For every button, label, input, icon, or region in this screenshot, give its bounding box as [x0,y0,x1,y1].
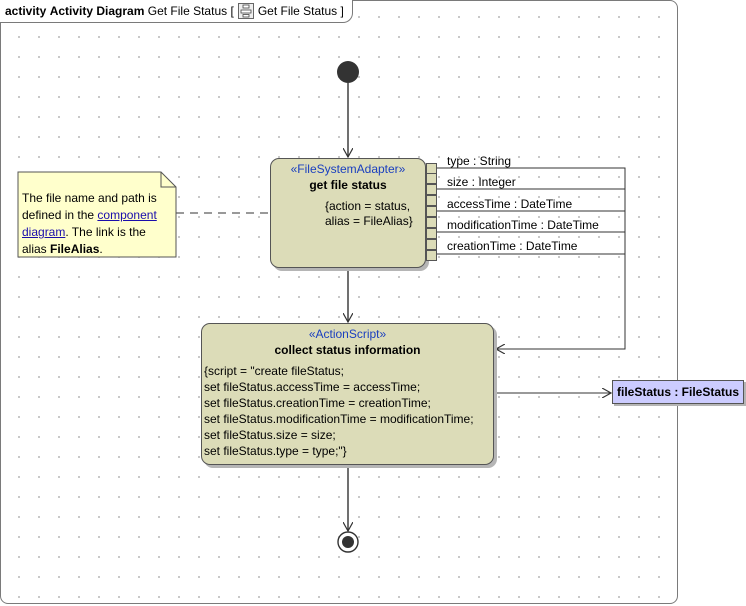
frame-bracket-open: [ [230,4,234,18]
output-pin-accesstime[interactable] [426,206,437,217]
action-name-collect-status: collect status information [274,343,421,357]
script-line: set fileStatus.type = type;"} [204,444,347,458]
output-pin-type-lower[interactable] [426,173,437,184]
note-shape [17,171,177,258]
diagram-frame [0,0,678,604]
output-pin-modificationtime[interactable] [426,228,437,239]
pin-label-size: size : Integer [447,175,516,189]
script-line: set fileStatus.creationTime = creationTi… [204,396,431,410]
initial-node[interactable] [337,61,359,83]
note-text-part2: . The link is the alias [22,225,146,256]
note-text: The file name and path is defined in the… [22,190,172,258]
component-diagram-link[interactable]: component diagram [22,208,157,239]
output-pin-accesstime-lower[interactable] [426,217,437,228]
frame-kind: activity [5,4,47,18]
activity-final-node-core [342,536,354,548]
action-get-file-status[interactable]: «FileSystemAdapter» get file status {act… [270,158,426,268]
pin-label-type: type : String [447,154,512,168]
frame-diagram-name: Activity Diagram [49,4,145,18]
pin-label-modificationtime: modificationTime : DateTime [447,218,599,232]
stereotype-filesystemadapter: «FileSystemAdapter» [290,162,406,176]
tag-line-alias: alias = FileAlias} [325,214,413,228]
output-pin-creationtime[interactable] [426,250,437,261]
flow-type-pin[interactable] [437,167,626,350]
note-text-alias: FileAlias [50,242,100,256]
pin-label-accesstime: accessTime : DateTime [447,197,573,211]
output-pin-size[interactable] [426,184,437,195]
object-node-filestatus[interactable]: fileStatus : FileStatus [612,380,744,404]
script-line: set fileStatus.accessTime = accessTime; [204,380,421,394]
pin-label-creationtime: creationTime : DateTime [447,239,578,253]
frame-bracket-close: ] [340,4,344,18]
script-line: set fileStatus.size = size; [204,428,336,442]
frame-ref-title: Get File Status [257,4,338,18]
action-collect-status-information[interactable]: «ActionScript» collect status informatio… [201,323,494,465]
frame-activity-title: Get File Status [147,4,228,18]
script-line: {script = "create fileStatus; [204,364,344,378]
note-text-part1: The file name and path is defined in the [22,191,157,222]
note-text-part3: . [99,242,103,256]
frame-header: activity Activity Diagram Get File Statu… [0,0,353,23]
note-fold [160,172,176,188]
output-pin-modificationtime-lower[interactable] [426,239,437,250]
tag-line-action: {action = status, [325,199,411,213]
script-line: set fileStatus.modificationTime = modifi… [204,412,474,426]
action-name-get-file-status: get file status [309,178,387,192]
object-node-label: fileStatus : FileStatus [616,385,740,399]
activity-diagram-icon [237,3,254,19]
stereotype-actionscript: «ActionScript» [308,327,387,341]
comment-note[interactable]: The file name and path is defined in the… [18,172,176,257]
output-pin-size-lower[interactable] [426,195,437,206]
